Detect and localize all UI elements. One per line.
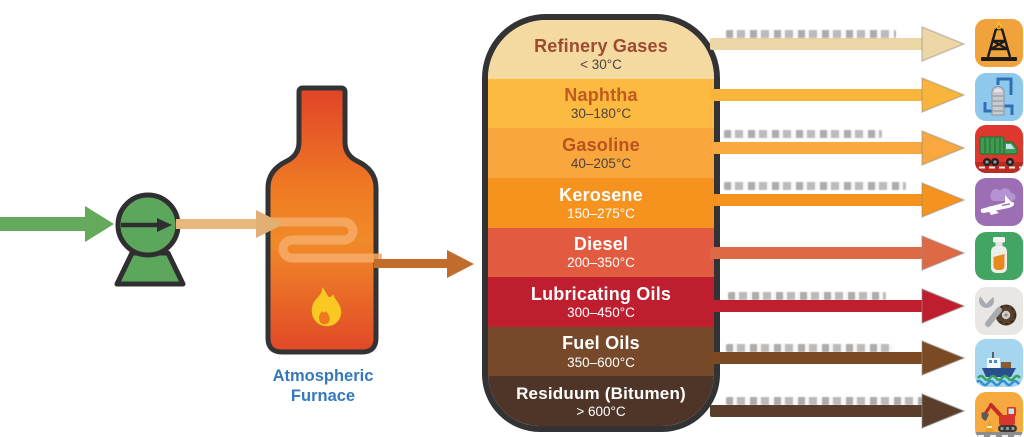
fraction-temp: > 600°C — [576, 403, 626, 419]
fraction-band-residuum: Residuum (Bitumen) > 600°C — [488, 376, 714, 426]
fuel-bottle-icon — [975, 232, 1023, 280]
fraction-band-gasoline: Gasoline 40–205°C — [488, 128, 714, 178]
furnace-label: Atmospheric Furnace — [238, 366, 408, 406]
airplane-icon — [975, 178, 1023, 226]
fraction-name: Naphtha — [564, 85, 638, 106]
fraction-name: Refinery Gases — [534, 35, 668, 56]
furnace-label-line1: Atmospheric — [272, 367, 374, 385]
erased-text-artifact — [726, 397, 922, 405]
naphtha-arrow-icon — [710, 76, 966, 114]
fraction-band-refinery-gases: Refinery Gases < 30°C — [488, 20, 714, 79]
excavator-icon — [975, 392, 1023, 437]
diesel-arrow-icon — [710, 234, 966, 272]
gasoline-arrow-icon — [710, 129, 966, 167]
fraction-band-diesel: Diesel 200–350°C — [488, 227, 714, 278]
crude-oil-feed-arrow-icon — [0, 206, 114, 242]
fraction-name: Fuel Oils — [562, 333, 640, 354]
fraction-temp: 300–450°C — [567, 304, 635, 320]
flame-icon — [311, 287, 342, 327]
fraction-temp: < 30°C — [580, 56, 622, 72]
oil-derrick-icon — [975, 19, 1023, 67]
furnace-to-column-arrow-icon — [374, 250, 474, 278]
kerosene-arrow-icon — [710, 181, 966, 219]
fraction-name: Residuum (Bitumen) — [516, 383, 686, 403]
residuum-arrow-icon — [710, 392, 966, 430]
erased-text-artifact — [726, 344, 894, 352]
furnace-label-line2: Furnace — [290, 387, 356, 406]
atmospheric-furnace-icon — [263, 85, 382, 355]
wrench-and-tire-icon — [975, 287, 1023, 335]
erased-text-artifact — [724, 130, 882, 138]
pump-to-furnace-arrow-icon — [176, 210, 284, 238]
fraction-name: Diesel — [573, 234, 629, 255]
fraction-temp: 150–275°C — [567, 205, 635, 221]
fuel-oils-arrow-icon — [710, 339, 966, 377]
fraction-name: Gasoline — [562, 134, 640, 155]
fraction-band-lubricating-oils: Lubricating Oils 300–450°C — [488, 277, 714, 327]
distillation-column: Refinery Gases < 30°C Naphtha 30–180°C G… — [482, 14, 720, 432]
fraction-temp: 30–180°C — [570, 106, 632, 122]
fraction-temp: 200–350°C — [567, 255, 635, 271]
fraction-temp: 40–205°C — [570, 156, 632, 172]
pump-icon — [114, 192, 186, 287]
refinery-plant-icon — [975, 73, 1023, 121]
heating-coil — [263, 217, 382, 263]
fraction-name: Kerosene — [559, 184, 643, 205]
erased-text-artifact — [726, 30, 896, 38]
fraction-name: Lubricating Oils — [530, 283, 672, 304]
refinery-gases-arrow-icon — [710, 25, 966, 63]
ship-icon — [975, 339, 1023, 387]
fraction-band-fuel-oils: Fuel Oils 350–600°C — [488, 326, 714, 377]
fraction-band-naphtha: Naphtha 30–180°C — [488, 78, 714, 129]
erased-text-artifact — [728, 292, 886, 300]
lubricating-oils-arrow-icon — [710, 287, 966, 325]
erased-text-artifact — [724, 182, 906, 190]
fraction-temp: 350–600°C — [567, 354, 635, 370]
delivery-truck-icon — [975, 125, 1023, 173]
fraction-band-kerosene: Kerosene 150–275°C — [488, 177, 714, 228]
